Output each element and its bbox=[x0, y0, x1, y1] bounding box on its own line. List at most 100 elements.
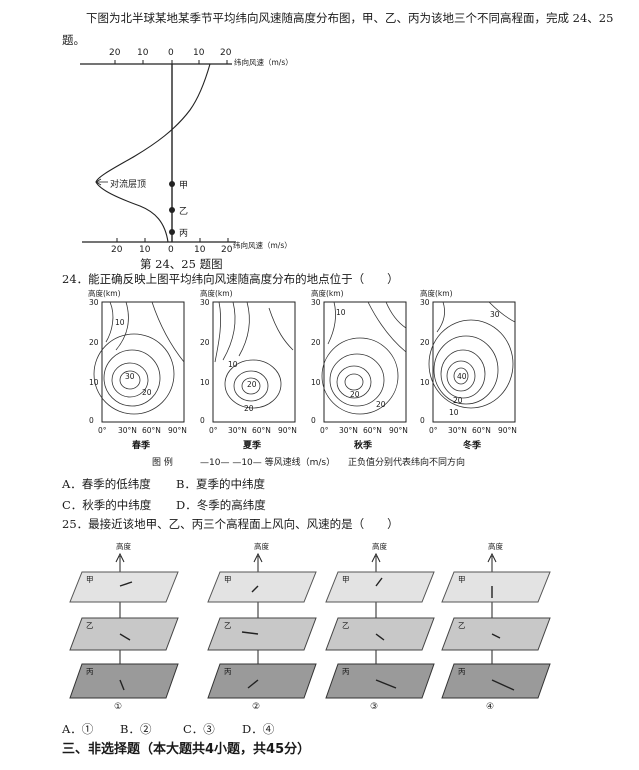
panel4-ytick-20: 20 bbox=[420, 338, 430, 347]
d4-plane-yi: 乙 bbox=[458, 621, 466, 630]
level-yi-label: 乙 bbox=[179, 207, 189, 217]
level-jia-dot bbox=[169, 181, 175, 187]
panel4-center: 40 bbox=[457, 372, 467, 381]
panel4-season: 冬季 bbox=[463, 441, 482, 451]
d3-plane-yi: 乙 bbox=[342, 621, 350, 630]
figure-number-2: ② bbox=[252, 702, 261, 712]
panel-autumn bbox=[321, 301, 407, 423]
top-axis-label: 纬向风速（m/s） bbox=[234, 58, 293, 67]
d3-plane-jia: 甲 bbox=[342, 575, 350, 584]
panel4-xtick-30: 30°N bbox=[448, 426, 467, 435]
panel2-xtick-90: 90°N bbox=[278, 426, 297, 435]
panel4-xtick-90: 90°N bbox=[498, 426, 517, 435]
diagram3-height: 高度 bbox=[372, 542, 387, 551]
panel3-ytick-30: 30 bbox=[311, 298, 321, 307]
d4-plane-jia: 甲 bbox=[458, 575, 466, 584]
panel4-ring-30: 30 bbox=[490, 310, 500, 319]
wind-profile-figure: 20 10 0 10 20 纬向风速（m/s） 对流层顶 甲 乙 丙 20 10… bbox=[0, 48, 639, 271]
bottom-tick-20r: 20 bbox=[221, 245, 233, 255]
panel2-ring-20: 20 bbox=[244, 404, 254, 413]
d1-plane-bing: 丙 bbox=[86, 667, 94, 676]
panel-summer bbox=[212, 301, 296, 423]
tropopause-label: 对流层顶 bbox=[110, 180, 147, 190]
q25-diagrams: 高度 高度 高度 高度 甲 乙 丙 甲 乙 丙 甲 乙 丙 甲 乙 丙 ① ② … bbox=[50, 538, 610, 718]
top-tick-10l: 10 bbox=[137, 48, 149, 58]
wind-profile-graph bbox=[80, 60, 236, 243]
d2-plane-bing: 丙 bbox=[224, 667, 232, 676]
panel1-center: 30 bbox=[125, 372, 135, 381]
diagram-1 bbox=[69, 552, 179, 699]
panel-winter bbox=[428, 301, 516, 423]
level-bing-label: 丙 bbox=[179, 229, 189, 239]
bottom-axis-label: 纬向风速（m/s） bbox=[233, 241, 292, 250]
panel4-ytick-10: 10 bbox=[420, 378, 430, 387]
d1-plane-yi: 乙 bbox=[86, 621, 94, 630]
panel3-ytick-10: 10 bbox=[311, 378, 321, 387]
top-tick-0: 0 bbox=[168, 48, 174, 58]
panel4-ytick-0: 0 bbox=[420, 416, 425, 425]
bottom-tick-20l: 20 bbox=[111, 245, 123, 255]
q24-panels: 高度(km) 30 20 10 0 30 10 20 0° 30°N 60°N … bbox=[80, 289, 520, 470]
q24-option-b[interactable]: B．夏季的中纬度 bbox=[176, 477, 265, 491]
d2-plane-yi: 乙 bbox=[224, 621, 232, 630]
panel3-ring-10: 10 bbox=[336, 308, 346, 317]
panel3-xtick-30: 30°N bbox=[339, 426, 358, 435]
panel4-ytick-30: 30 bbox=[420, 298, 430, 307]
panel1-ytick-30: 30 bbox=[89, 298, 99, 307]
q25-option-c[interactable]: C．③ bbox=[183, 722, 215, 736]
panel1-xtick-0: 0° bbox=[98, 426, 107, 435]
panel4-xtick-60: 60°N bbox=[472, 426, 491, 435]
panel2-ytick-20: 20 bbox=[200, 338, 210, 347]
section3-title: 三、非选择题（本大题共4小题，共45分） bbox=[62, 742, 311, 757]
q25-option-d[interactable]: D．④ bbox=[242, 722, 275, 736]
panel3-ylabel: 高度(km) bbox=[311, 289, 344, 298]
plane-diagrams bbox=[69, 552, 551, 699]
figure-number-4: ④ bbox=[486, 702, 495, 712]
diagram4-height: 高度 bbox=[488, 542, 503, 551]
bottom-tick-10l: 10 bbox=[139, 245, 151, 255]
panel3-center: 20 bbox=[350, 390, 360, 399]
panel2-ylabel: 高度(km) bbox=[200, 289, 233, 298]
panel4-xtick-0: 0° bbox=[429, 426, 438, 435]
panel2-xtick-0: 0° bbox=[209, 426, 218, 435]
panel3-ytick-20: 20 bbox=[311, 338, 321, 347]
level-bing-dot bbox=[169, 229, 175, 235]
panel1-xtick-60: 60°N bbox=[142, 426, 161, 435]
panel2-ytick-10: 10 bbox=[200, 378, 210, 387]
panel2-center: 20 bbox=[247, 380, 257, 389]
panel2-xtick-30: 30°N bbox=[228, 426, 247, 435]
panel1-ring-20: 20 bbox=[142, 388, 152, 397]
panel4-ylabel: 高度(km) bbox=[420, 289, 453, 298]
bottom-tick-0: 0 bbox=[168, 245, 174, 255]
q24-option-c[interactable]: C．秋季的中纬度 bbox=[62, 498, 152, 512]
panel2-ytick-30: 30 bbox=[200, 298, 210, 307]
diagram-4 bbox=[441, 552, 551, 699]
q24-option-d[interactable]: D．冬季的高纬度 bbox=[176, 498, 266, 512]
q25-stem: 25．最接近该地甲、乙、丙三个高程面上风向、风速的是（ ） bbox=[62, 517, 399, 531]
diagram2-height: 高度 bbox=[254, 542, 269, 551]
panel1-ytick-10: 10 bbox=[89, 378, 99, 387]
intro-line1: 下图为北半球某地某季节平均纬向风速随高度分布图，甲、乙、丙为该地三个不同高程面，… bbox=[86, 11, 614, 25]
wind-profile-curve bbox=[95, 63, 211, 243]
top-tick-20r: 20 bbox=[220, 48, 232, 58]
panel1-xtick-90: 90°N bbox=[168, 426, 187, 435]
panel2-ytick-0: 0 bbox=[200, 416, 205, 425]
figure-number-1: ① bbox=[114, 702, 123, 712]
q24-stem: 24．能正确反映上图平均纬向风速随高度分布的地点位于（ ） bbox=[62, 272, 399, 286]
panel3-season: 秋季 bbox=[354, 441, 373, 451]
panel3-xtick-60: 60°N bbox=[363, 426, 382, 435]
q24-option-a[interactable]: A．春季的低纬度 bbox=[62, 477, 151, 491]
q25-option-a[interactable]: A．① bbox=[62, 722, 94, 736]
panel2-season: 夏季 bbox=[243, 441, 262, 451]
panel3-xtick-0: 0° bbox=[320, 426, 329, 435]
season-contour-panels bbox=[93, 301, 516, 423]
d4-plane-bing: 丙 bbox=[458, 667, 466, 676]
panel2-xtick-60: 60°N bbox=[252, 426, 271, 435]
q25-option-b[interactable]: B．② bbox=[120, 722, 152, 736]
panel2-ring-10: 10 bbox=[228, 360, 238, 369]
level-yi-dot bbox=[169, 207, 175, 213]
diagram-3 bbox=[325, 552, 435, 699]
panel1-ring-10: 10 bbox=[115, 318, 125, 327]
legend-note: 正负值分别代表纬向不同方向 bbox=[348, 458, 466, 468]
panel3-ring-20: 20 bbox=[376, 400, 386, 409]
